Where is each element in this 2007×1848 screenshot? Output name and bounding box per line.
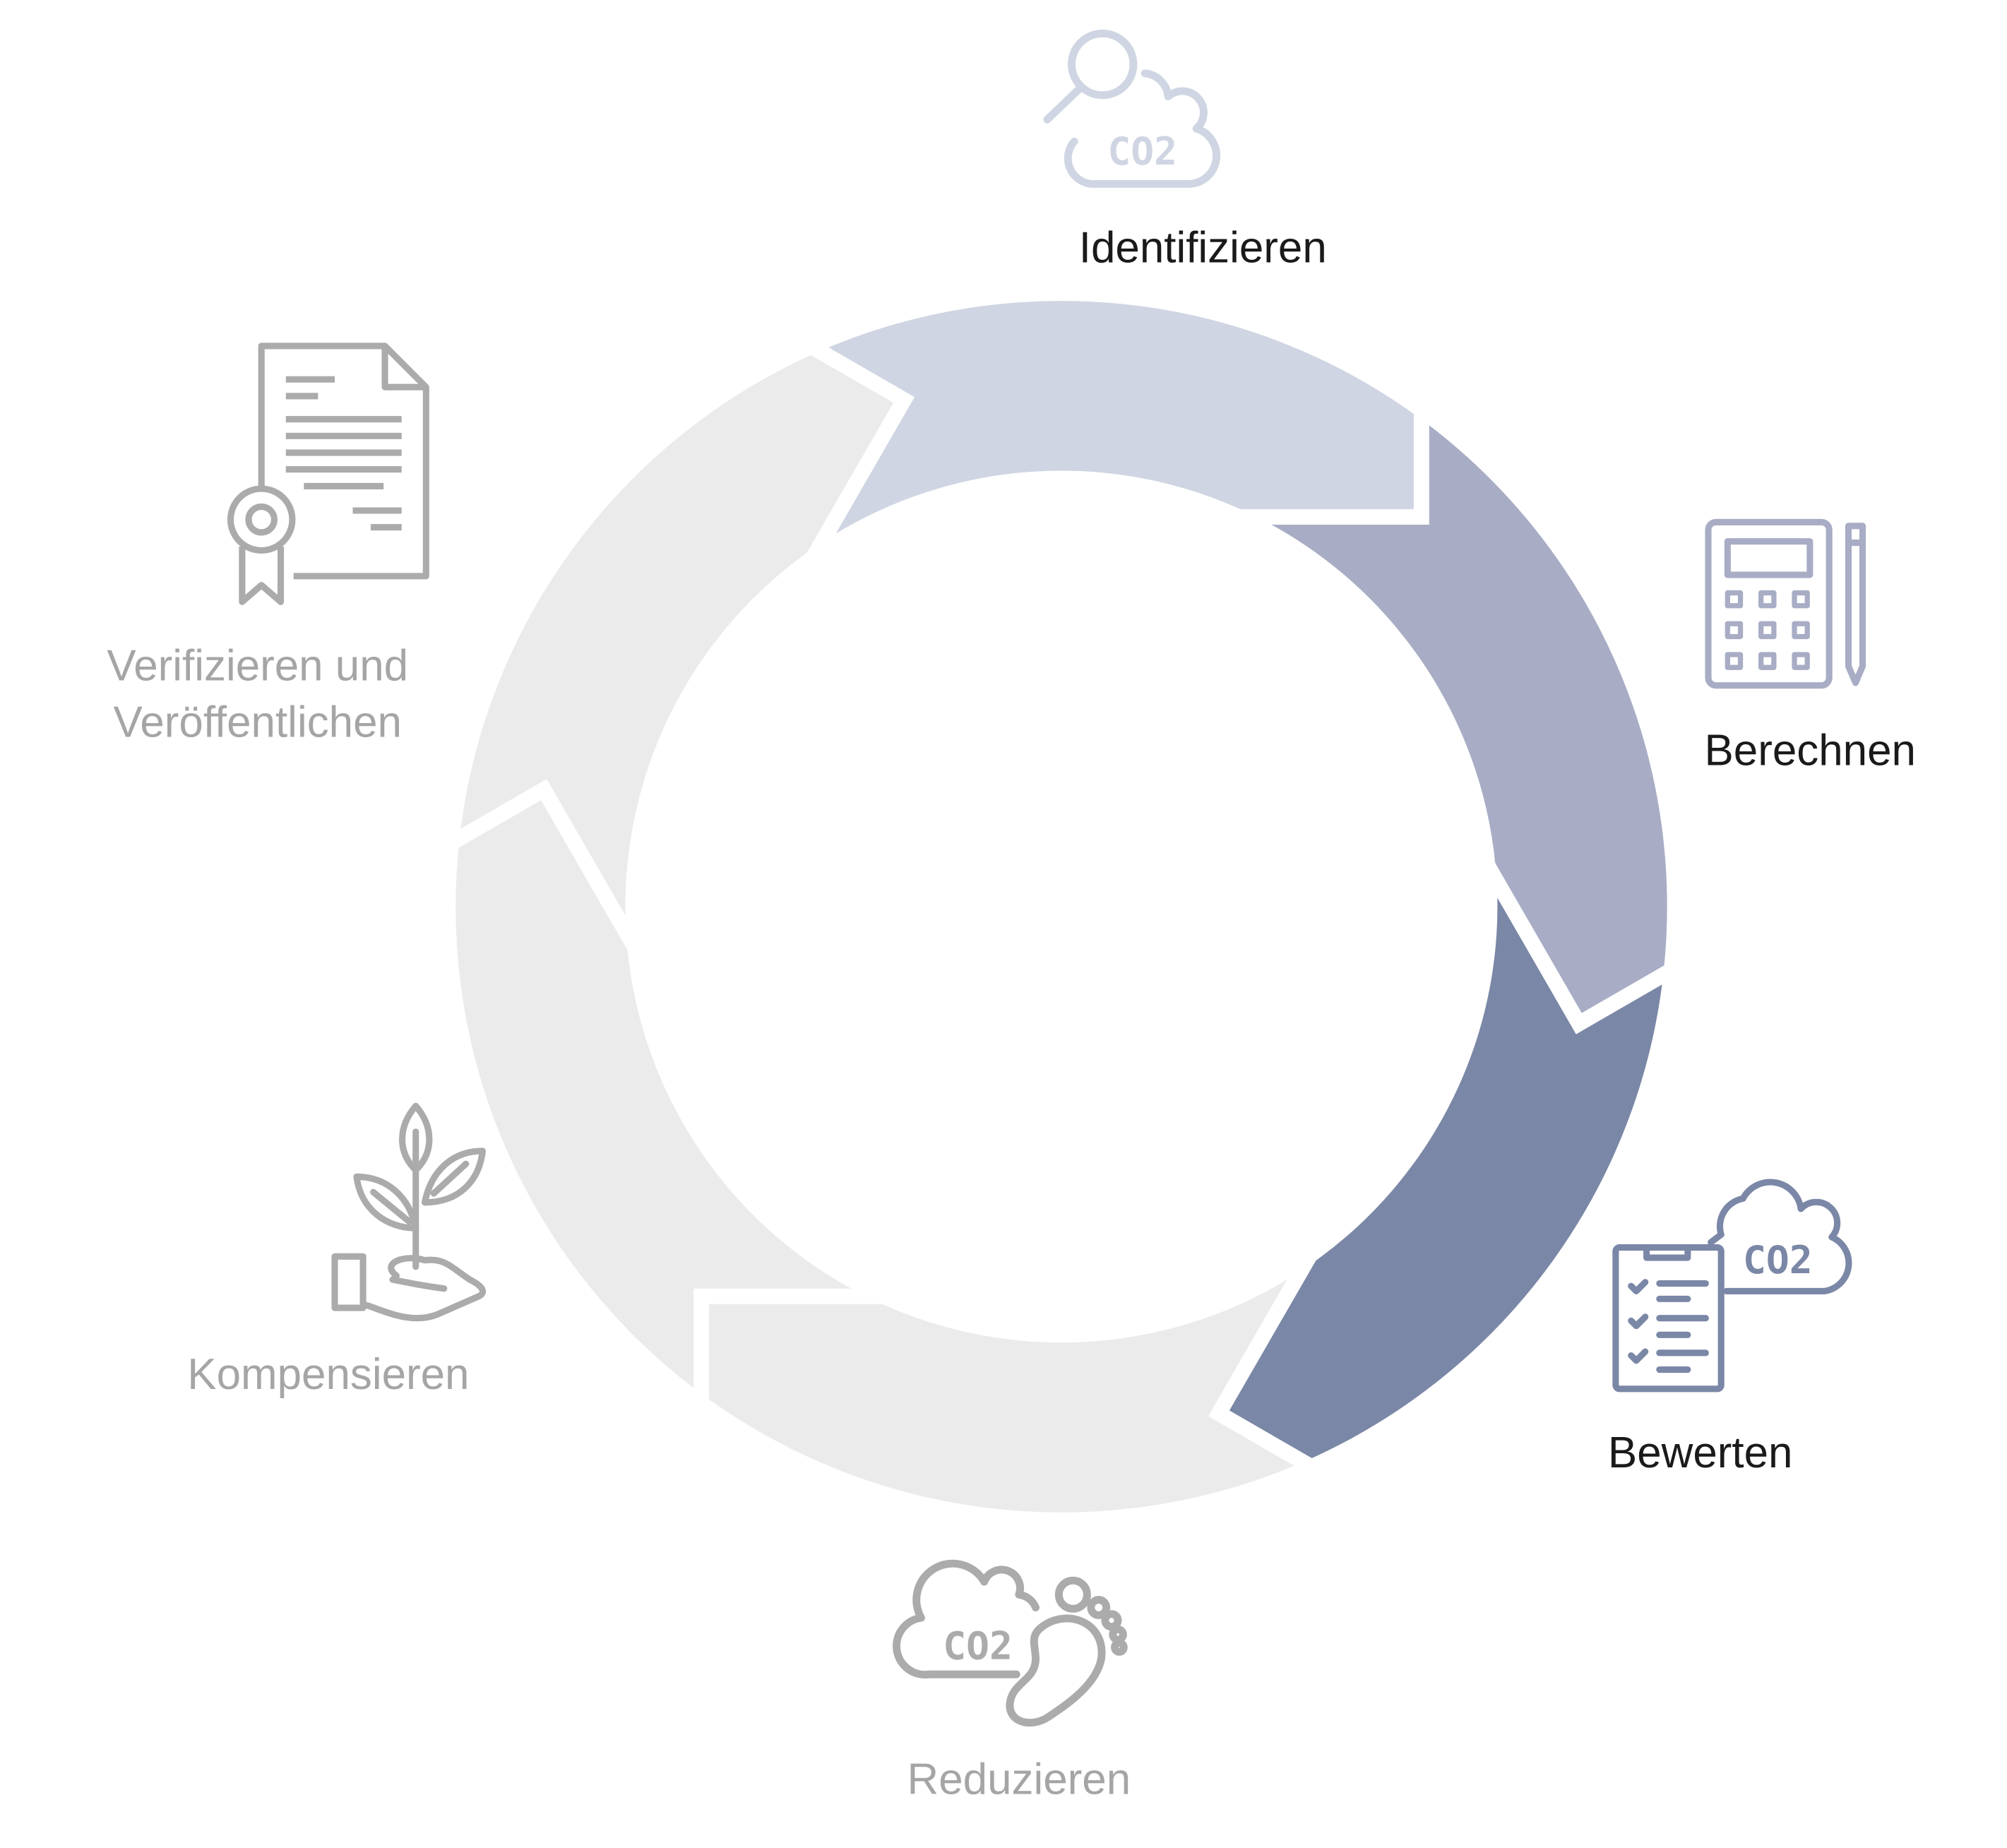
step-label-verifizieren-line1: Verifizieren und (107, 641, 408, 690)
arrow-segment-verifizieren (441, 338, 915, 952)
step-label-bewerten: Bewerten (1608, 1429, 1793, 1477)
step-label-verifizieren-line2: Veröffentlichen (114, 698, 402, 747)
magnifier-co2-cloud-icon: CO2 (1043, 29, 1221, 188)
step-label-reduzieren: Reduzieren (907, 1755, 1131, 1804)
step-label-berechnen: Berechnen (1705, 727, 1916, 775)
step-label-identifizieren: Identifizieren (1079, 224, 1327, 273)
cycle-ring (440, 285, 1683, 1528)
step-label-kompensieren: Kompensieren (187, 1350, 469, 1399)
co2-text: CO2 (943, 1623, 1013, 1668)
plant-in-hand-icon (331, 1102, 487, 1322)
co2-text: CO2 (1743, 1237, 1813, 1282)
checklist-co2-cloud-icon: CO2 (1612, 1179, 1852, 1393)
co2-text: CO2 (1107, 129, 1177, 174)
certificate-icon (227, 342, 429, 605)
co2-cloud-footprint-icon: CO2 (893, 1559, 1128, 1727)
calculator-pencil-icon (1705, 518, 1866, 689)
